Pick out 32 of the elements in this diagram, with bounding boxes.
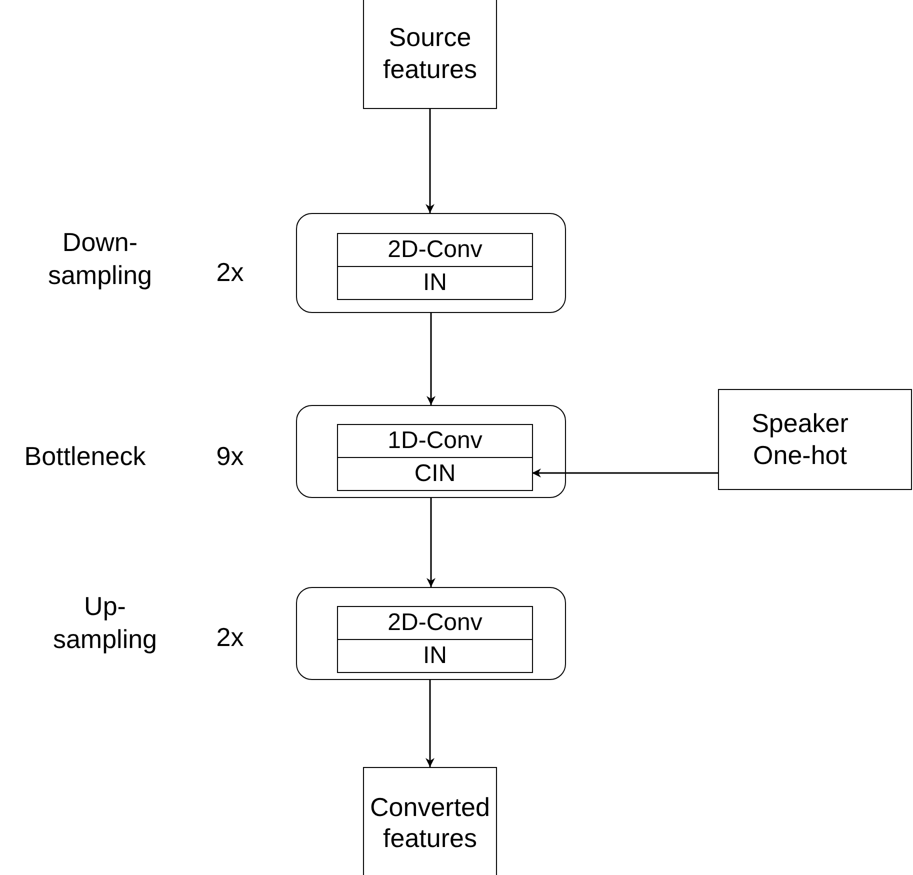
node-label: IN bbox=[423, 268, 447, 298]
repeat-count: 9x bbox=[215, 440, 245, 472]
block-frame bbox=[296, 405, 566, 498]
layer-box bbox=[337, 606, 533, 640]
stage-label: Down- sampling bbox=[46, 226, 154, 291]
layer-box bbox=[337, 457, 533, 491]
process-box bbox=[363, 767, 497, 875]
process-box bbox=[363, 0, 497, 109]
process-box bbox=[718, 389, 912, 490]
node-label: IN bbox=[423, 642, 447, 670]
node-label: CIN bbox=[414, 460, 456, 488]
block-frame bbox=[296, 587, 566, 680]
repeat-count: 2x bbox=[215, 256, 245, 288]
block-frame bbox=[296, 213, 566, 313]
node-label: 1D-Conv bbox=[388, 426, 482, 456]
arrow bbox=[426, 498, 436, 587]
arrow bbox=[532, 468, 718, 478]
node-label: Converted features bbox=[369, 792, 491, 854]
arrow bbox=[426, 313, 436, 405]
node-label: Source features bbox=[382, 22, 478, 85]
stage-label: Up- sampling bbox=[52, 590, 158, 655]
layer-box bbox=[337, 266, 533, 300]
node-label: 2D-Conv bbox=[388, 236, 482, 264]
layer-box bbox=[337, 233, 533, 267]
node-label: 2D-Conv bbox=[388, 608, 482, 638]
arrow bbox=[426, 109, 434, 213]
layer-box bbox=[337, 424, 533, 458]
node-label: Speaker One-hot bbox=[750, 408, 850, 471]
layer-box bbox=[337, 639, 533, 673]
stage-label: Bottleneck bbox=[23, 440, 147, 472]
repeat-count: 2x bbox=[215, 621, 245, 654]
arrow bbox=[426, 680, 434, 767]
